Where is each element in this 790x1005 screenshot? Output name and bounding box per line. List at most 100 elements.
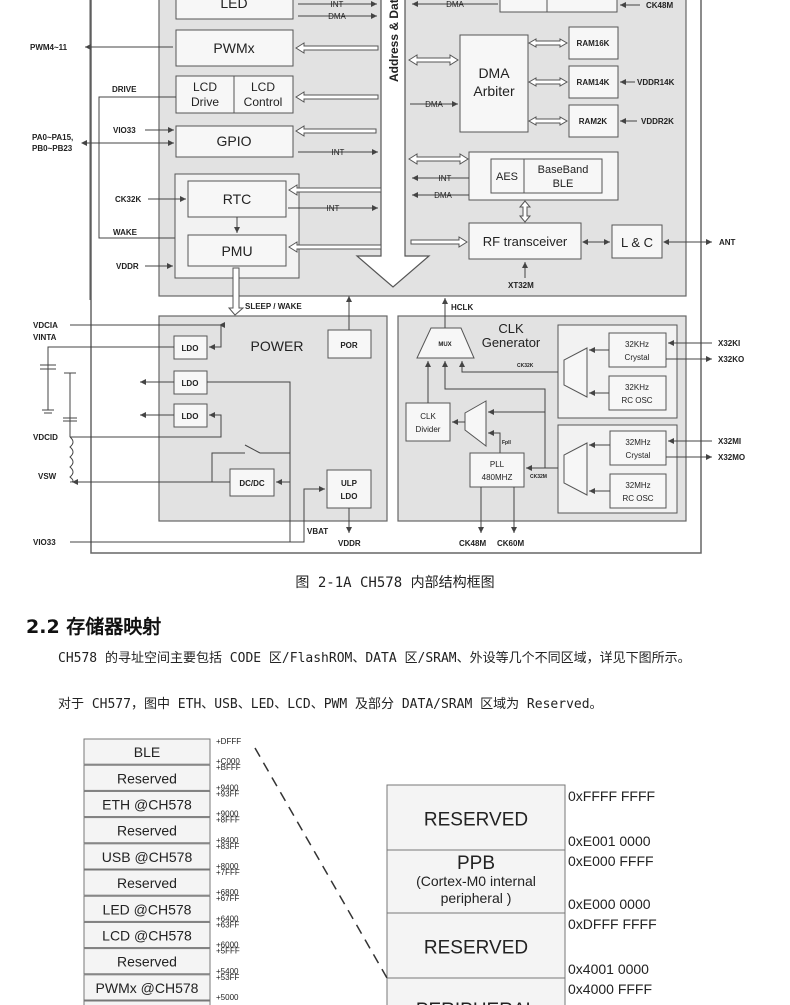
region-bottom-offset: +C000 xyxy=(216,757,240,766)
peripheral-region: PWMx @CH578+53FF+5000 xyxy=(83,973,239,1002)
memory-region-label: RESERVED xyxy=(424,810,528,831)
memory-region-label: PPB xyxy=(457,853,495,874)
peripheral-region-label: Reserved xyxy=(117,770,177,786)
memory-region: RESERVED 0xDFFF FFFF 0x4001 0000 xyxy=(386,912,657,979)
peripheral-region: Reserved+5FFF+5400 xyxy=(83,947,240,976)
hclk-label: HCLK xyxy=(451,303,473,312)
paragraph-1: CH578 的寻址空间主要包括 CODE 区/FlashROM、DATA 区/S… xyxy=(58,651,691,666)
ck60m-label: CK60M xyxy=(497,539,524,548)
chip-boundary xyxy=(90,0,702,554)
ram14k-block xyxy=(568,65,619,99)
peripheral-region: Reserved+8FFF+8400 xyxy=(83,816,240,845)
clk-divider-block xyxy=(405,402,451,442)
baseband-label-2: BLE xyxy=(553,178,574,190)
wake-label: WAKE xyxy=(113,228,138,237)
region-bottom-offset: +8400 xyxy=(216,836,239,845)
memory-region-label: RESERVED xyxy=(424,938,528,959)
region-top-address: 0x4000 FFFF xyxy=(568,981,652,997)
rc32k-label-2: RC OSC xyxy=(621,396,652,405)
clk-gen-label-1: CLK xyxy=(498,321,524,336)
ram2k-label: RAM2K xyxy=(579,117,608,126)
ant-label: ANT xyxy=(719,238,736,247)
memory-region-label: peripheral ) xyxy=(441,890,512,906)
peripheral-region: LCD @CH578 +63FF +6000 xyxy=(83,920,239,950)
region-top-offset: +53FF xyxy=(216,973,239,982)
ulp-ldo-block xyxy=(326,469,372,509)
dcdc-block xyxy=(229,468,275,497)
region-top-offset: +83FF xyxy=(216,842,239,851)
clk-divider-label-2: Divider xyxy=(416,425,441,434)
xtal32m-label-1: 32MHz xyxy=(625,438,650,447)
gpio-pins-label-1: PA0~PA15, xyxy=(32,133,73,142)
region-bottom-address: 0xE000 0000 xyxy=(568,896,651,912)
x32ki-label: X32KI xyxy=(718,339,740,348)
led-int-label: INT xyxy=(331,0,344,9)
led-dma-label: DMA xyxy=(328,12,346,21)
region-bottom-offset: +6000 xyxy=(216,941,239,950)
x32ko-label: X32KO xyxy=(718,355,744,364)
gpio-label: GPIO xyxy=(216,133,251,149)
region-top-offset: +67FF xyxy=(216,894,239,903)
region-bottom-address: 0x4001 0000 xyxy=(568,961,649,977)
peripheral-region-label: USB @CH578 xyxy=(102,849,193,865)
xtal32m-block xyxy=(609,430,667,466)
memory-region: PERIPHERAL 0x4000 FFFF xyxy=(386,977,652,1005)
region-top-offset: +63FF xyxy=(216,920,239,929)
gpio-vio33-label: VIO33 xyxy=(113,126,136,135)
ck48m-top-label: CK48M xyxy=(646,1,673,10)
aes-block xyxy=(490,158,525,194)
pwmx-label: PWMx xyxy=(213,40,254,56)
memory-region-label: PERIPHERAL xyxy=(416,1000,536,1005)
usb-block xyxy=(499,0,618,13)
memory-region-label: (Cortex-M0 internal xyxy=(416,873,536,889)
lcd-drive-label-2: Drive xyxy=(191,95,219,109)
gpio-int-label: INT xyxy=(332,148,345,157)
vinta-label: VINTA xyxy=(33,333,57,342)
peripheral-region-label: Reserved xyxy=(117,954,177,970)
dma-arbiter-label-1: DMA xyxy=(478,65,510,81)
arbiter-dma-label: DMA xyxy=(425,100,443,109)
rtc-label: RTC xyxy=(223,191,252,207)
x32mi-label: X32MI xyxy=(718,437,741,446)
ldo-label-2: LDO xyxy=(182,379,199,388)
ram2k-block xyxy=(568,104,619,138)
peripheral-region-label: LCD @CH578 xyxy=(102,928,192,944)
mux-label: MUX xyxy=(438,342,451,348)
rc32m-label-2: RC OSC xyxy=(622,494,653,503)
vdcia-label: VDCIA xyxy=(33,321,58,330)
x32mo-label: X32MO xyxy=(718,453,745,462)
lcd-control-block xyxy=(233,75,294,114)
lc-block xyxy=(611,224,663,259)
zoom-dashed-line xyxy=(254,747,388,979)
region-bottom-offset: +6400 xyxy=(216,914,239,923)
region-top-offset: +DFFF xyxy=(216,737,241,746)
aes-label: AES xyxy=(496,171,518,183)
ulp-ldo-label-1: ULP xyxy=(341,479,358,488)
region-bottom-offset: +9400 xyxy=(216,783,239,792)
peripheral-region-label: Reserved xyxy=(117,875,177,891)
pll-block xyxy=(469,452,525,488)
region-bottom-offset: +5000 xyxy=(216,993,239,1002)
gpio-pins-label-2: PB0~PB23 xyxy=(32,144,73,153)
bus-label: Address & Data xyxy=(387,0,401,82)
rc32m-block xyxy=(609,473,667,509)
led-block xyxy=(175,0,294,20)
peripheral-region: Reserved+7FFF+6800 xyxy=(83,868,240,897)
vbat-label: VBAT xyxy=(307,527,328,536)
power-label: POWER xyxy=(251,338,304,354)
clk-divider-label-1: CLK xyxy=(420,412,436,421)
pmu-block xyxy=(187,234,287,267)
ble-int-label: INT xyxy=(439,174,452,183)
vddr14k-label: VDDR14K xyxy=(637,78,675,87)
region-bottom-offset: +6800 xyxy=(216,888,239,897)
por-label: POR xyxy=(340,341,358,350)
drive-label: DRIVE xyxy=(112,85,137,94)
xtal32m-label-2: Crystal xyxy=(626,451,651,460)
region-top-address: 0xDFFF FFFF xyxy=(568,916,657,932)
pwmx-block xyxy=(175,29,294,67)
baseband-block xyxy=(523,158,603,194)
ldo-label-1: LDO xyxy=(182,344,199,353)
rc32k-block xyxy=(608,375,667,411)
